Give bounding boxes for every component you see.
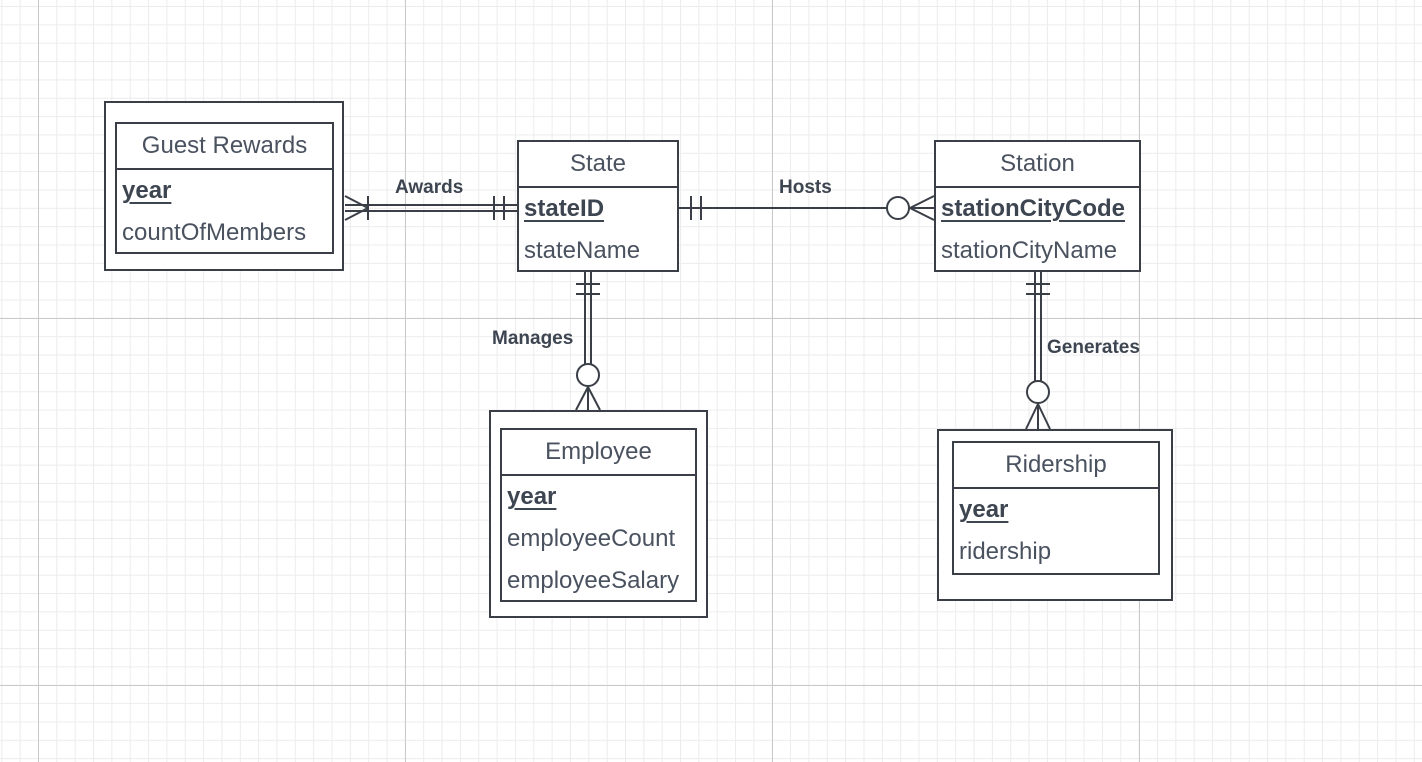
- entity-state[interactable]: State stateID stateName: [517, 140, 679, 272]
- attribute[interactable]: countOfMembers: [122, 219, 307, 246]
- attribute[interactable]: employeeSalary: [507, 567, 680, 594]
- attribute[interactable]: ridership: [959, 538, 1052, 565]
- primary-key-attr[interactable]: stationCityCode: [941, 195, 1126, 222]
- entity-title: Ridership: [954, 443, 1158, 489]
- entity-station[interactable]: Station stationCityCode stationCityName: [934, 140, 1141, 272]
- entity-employee[interactable]: Employee year employeeCount employeeSala…: [489, 410, 708, 618]
- entity-title: State: [519, 142, 677, 188]
- awards-label[interactable]: Awards: [395, 177, 464, 198]
- entity-ridership[interactable]: Ridership year ridership: [937, 429, 1173, 601]
- manages-connector[interactable]: [575, 272, 601, 411]
- awards-connector[interactable]: [344, 195, 517, 221]
- attribute[interactable]: employeeCount: [507, 525, 676, 552]
- hosts-connector[interactable]: [679, 195, 935, 221]
- generates-label[interactable]: Generates: [1047, 337, 1140, 358]
- generates-connector[interactable]: [1025, 272, 1051, 430]
- primary-key-attr[interactable]: year: [507, 483, 557, 510]
- attribute[interactable]: stationCityName: [941, 237, 1118, 264]
- manages-label[interactable]: Manages: [492, 328, 574, 349]
- primary-key-attr[interactable]: year: [122, 177, 172, 204]
- entity-guest-rewards[interactable]: Guest Rewards year countOfMembers: [104, 101, 344, 271]
- entity-title: Station: [936, 142, 1139, 188]
- primary-key-attr[interactable]: stateID: [524, 195, 605, 222]
- attribute[interactable]: stateName: [524, 237, 641, 264]
- hosts-label[interactable]: Hosts: [779, 177, 832, 198]
- primary-key-attr[interactable]: year: [959, 496, 1009, 523]
- entity-title: Employee: [502, 430, 695, 476]
- entity-title: Guest Rewards: [117, 124, 332, 170]
